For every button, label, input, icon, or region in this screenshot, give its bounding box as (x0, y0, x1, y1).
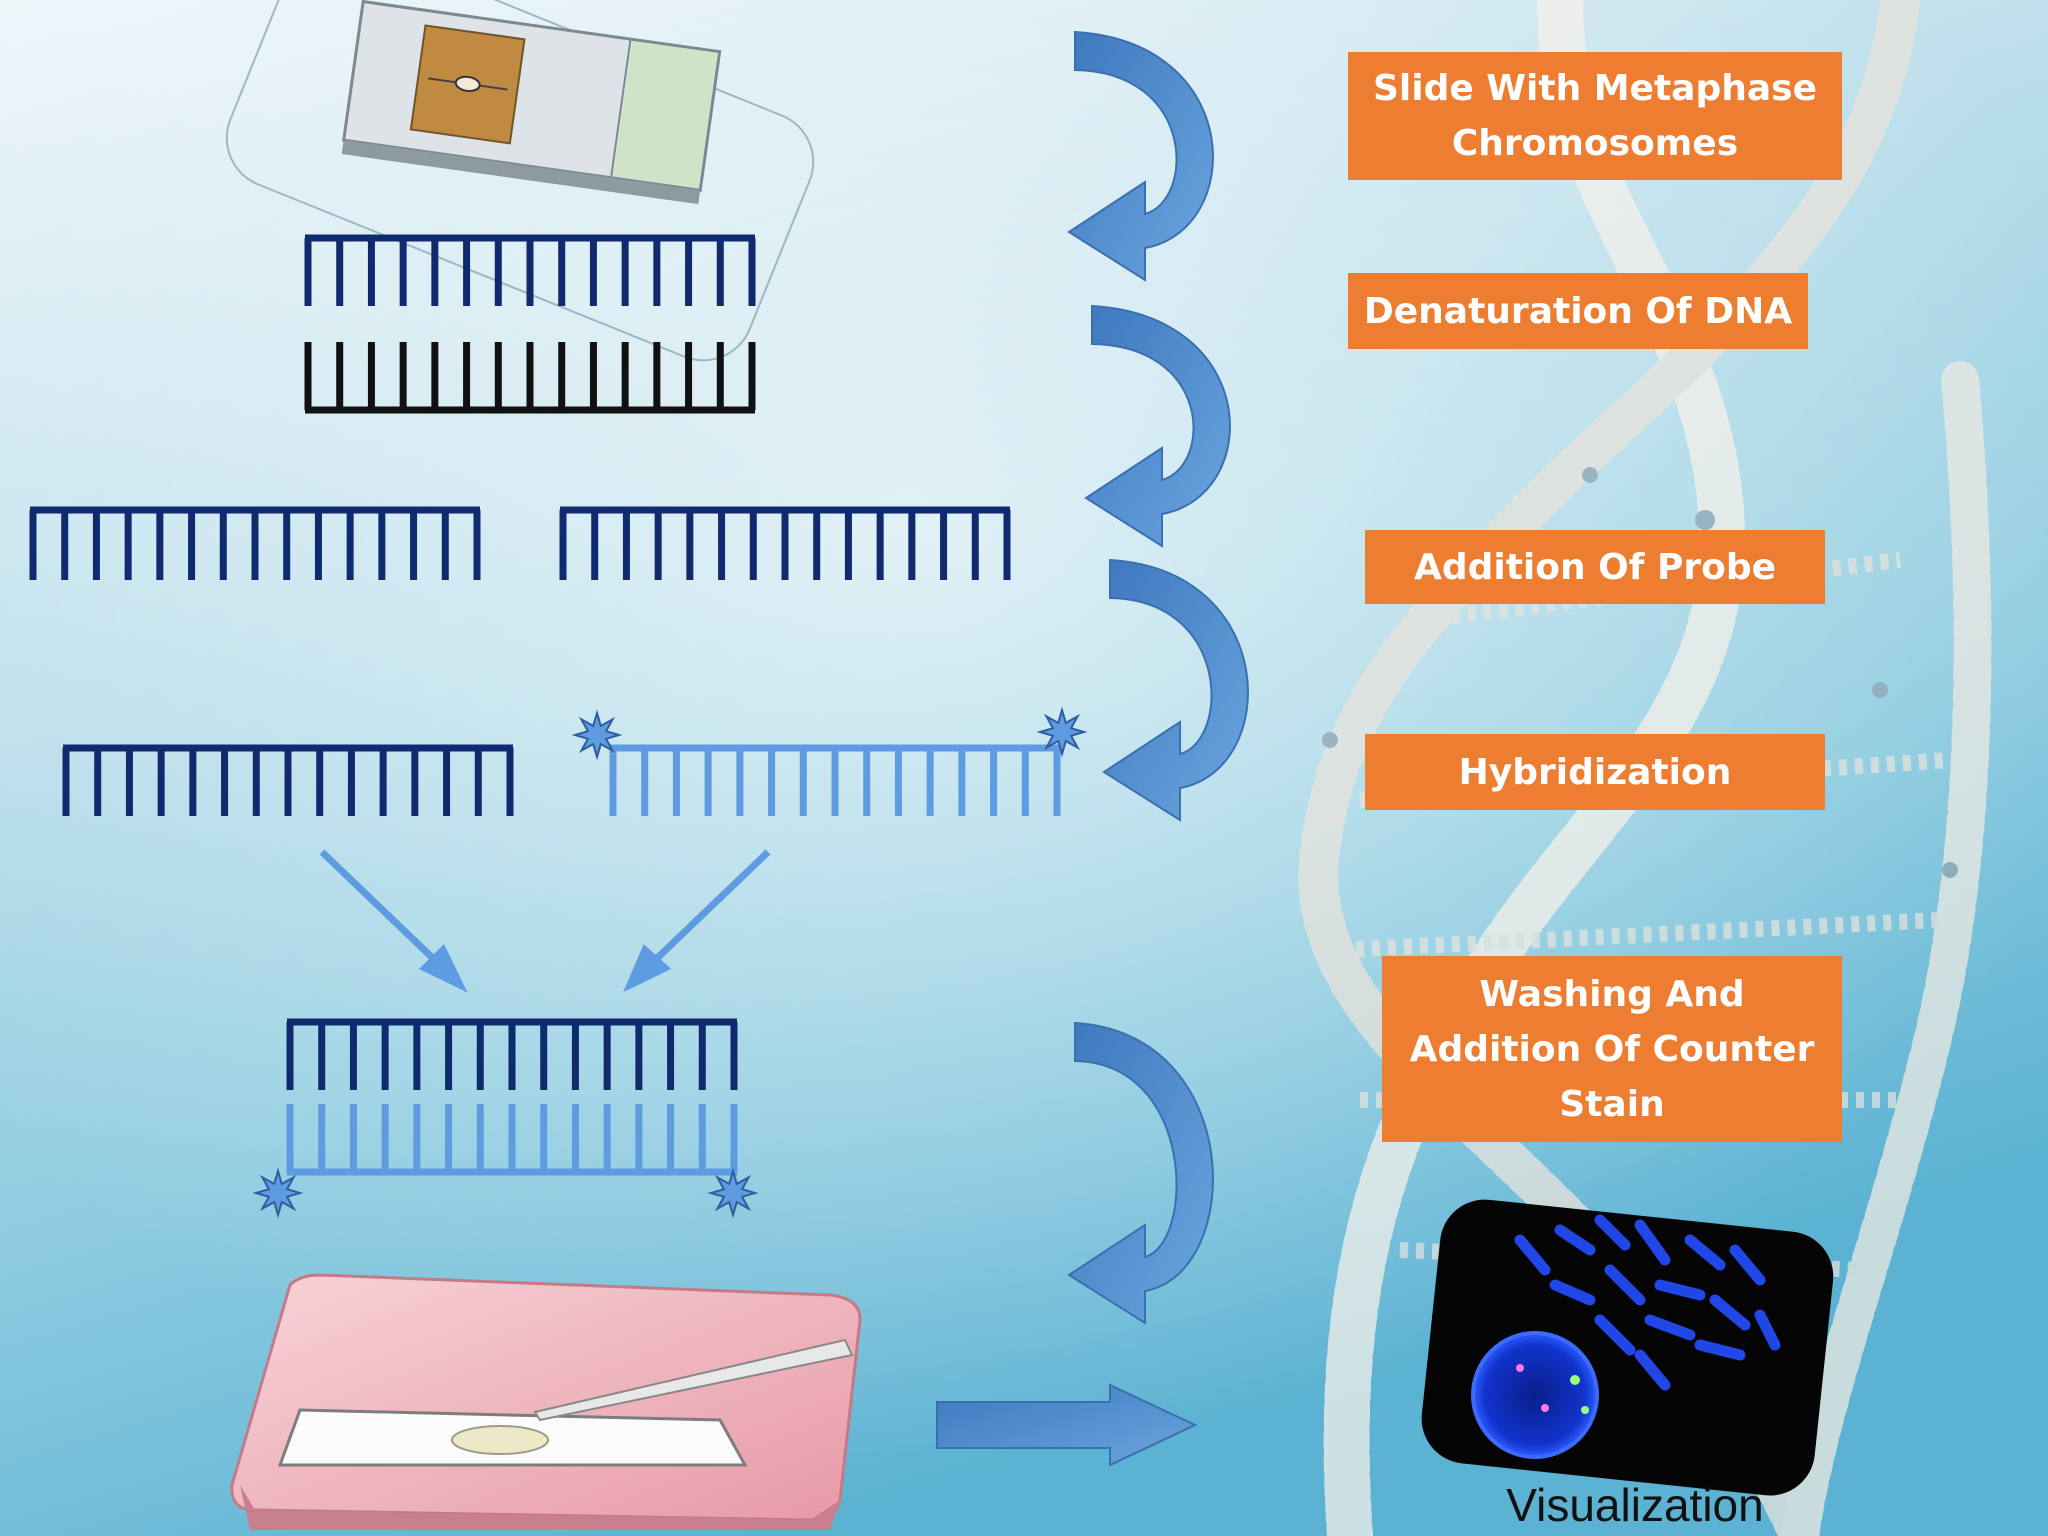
target-strand (62, 744, 514, 816)
curved-arrow-icon (1067, 30, 1214, 282)
curved-arrow-icon (1084, 304, 1231, 548)
step-hybridization: Hybridization (1365, 734, 1825, 810)
fluorophore-star-icon (571, 709, 623, 761)
pipette-icon (230, 1273, 862, 1530)
step-addition-of-probe: Addition Of Probe (1365, 530, 1825, 604)
dna-strand-bottom (304, 342, 756, 414)
arrow-left (319, 849, 443, 968)
hybrid-probe-strand (286, 1104, 738, 1176)
dna-strand-top (304, 234, 756, 306)
arrow-to-visualization (936, 1383, 1198, 1467)
single-strand-right (559, 506, 1011, 580)
curved-arrow-icon (1102, 558, 1249, 822)
converging-arrows (319, 849, 771, 993)
dna-strands (29, 234, 1088, 1219)
arrow-right (647, 849, 771, 968)
probe-strand (609, 744, 1061, 816)
curved-arrow-icon (1067, 1021, 1214, 1325)
single-strand-left (29, 506, 481, 580)
step-denaturation: Denaturation Of DNA (1348, 273, 1808, 349)
fluorophore-star-icon (1036, 706, 1088, 758)
fluorescence-image-icon (1421, 1199, 1834, 1496)
hybrid-target-strand (286, 1018, 738, 1090)
step-slide: Slide With Metaphase Chromosomes (1348, 52, 1842, 180)
visualization-label: Visualization (1506, 1479, 1764, 1531)
fluorophore-star-icon (707, 1167, 759, 1219)
step-washing-counter-stain: Washing And Addition Of Counter Stain (1382, 956, 1842, 1142)
flow-arrows (1067, 30, 1249, 1325)
fluorophore-star-icon (252, 1167, 304, 1219)
microscope-slide-icon (225, 0, 815, 362)
